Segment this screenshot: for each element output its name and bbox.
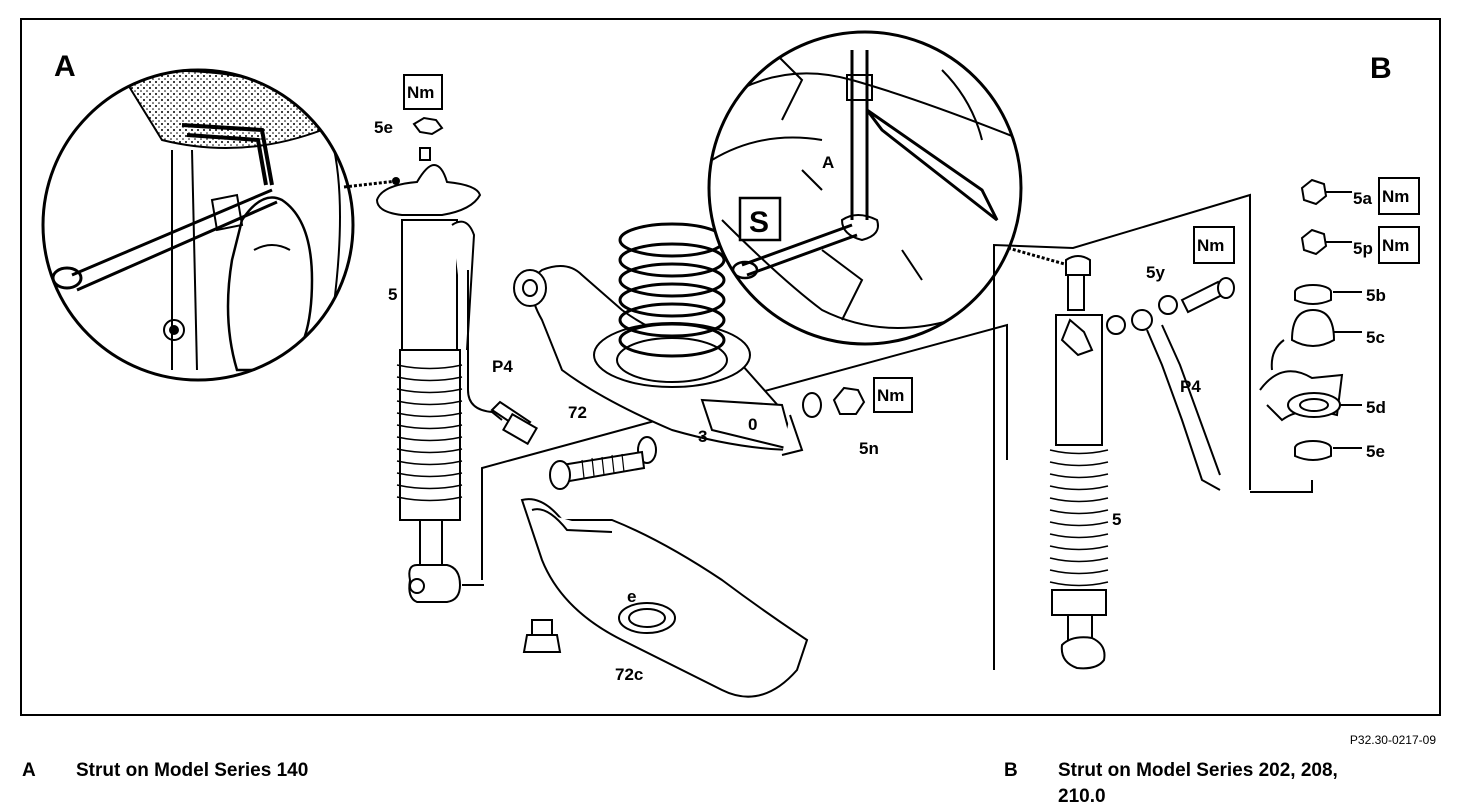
detail-circle-a: [41, 68, 400, 382]
detail-circle-b: [707, 30, 1069, 346]
caption-a-text: Strut on Model Series 140: [76, 760, 309, 781]
label-5b: 5b: [1366, 286, 1386, 305]
diagram-frame: Nm Nm Nm Nm Nm S 5e 5 P4 72 3 0 5n e 72c…: [20, 18, 1441, 716]
panel-label-a: A: [54, 50, 76, 83]
label-0: 0: [748, 415, 757, 434]
label-5-b: 5: [1112, 510, 1121, 529]
label-p4-a: P4: [492, 357, 513, 376]
torque-symbol-a-top: Nm: [407, 83, 434, 102]
panel-label-b: B: [1370, 52, 1392, 85]
label-72c: 72c: [615, 665, 643, 684]
strut-diagram: Nm Nm Nm Nm Nm S 5e 5 P4 72 3 0 5n e 72c…: [41, 30, 1420, 698]
label-5e-b: 5e: [1366, 442, 1385, 461]
caption-b-text-line2: 210.0: [1058, 786, 1106, 807]
label-5d: 5d: [1366, 398, 1386, 417]
caption-a-letter: A: [22, 760, 36, 781]
label-5-a: 5: [388, 285, 397, 304]
label-5a: 5a: [1353, 189, 1372, 208]
strut-a: [375, 74, 1008, 603]
tool-symbol: S: [749, 206, 769, 239]
caption-b-letter: B: [1004, 760, 1018, 781]
label-5n: 5n: [859, 439, 879, 458]
label-5p: 5p: [1353, 239, 1373, 258]
label-72: 72: [568, 403, 587, 422]
figure-reference: P32.30-0217-09: [1349, 733, 1436, 747]
label-5y: 5y: [1146, 263, 1165, 282]
lower-arm-assembly: [513, 222, 913, 698]
strut-b: [993, 177, 1420, 670]
torque-symbol-5n: Nm: [877, 386, 904, 405]
label-5e-a: 5e: [374, 118, 393, 137]
label-3: 3: [698, 427, 707, 446]
label-5c: 5c: [1366, 328, 1385, 347]
torque-symbol-5a: Nm: [1382, 187, 1409, 206]
torque-symbol-b-strut: Nm: [1197, 236, 1224, 255]
label-e: e: [627, 587, 636, 606]
caption-b-text: Strut on Model Series 202, 208,: [1058, 760, 1338, 781]
label-a-detail: A: [822, 153, 834, 172]
label-p4-b: P4: [1180, 377, 1201, 396]
torque-symbol-5p: Nm: [1382, 236, 1409, 255]
